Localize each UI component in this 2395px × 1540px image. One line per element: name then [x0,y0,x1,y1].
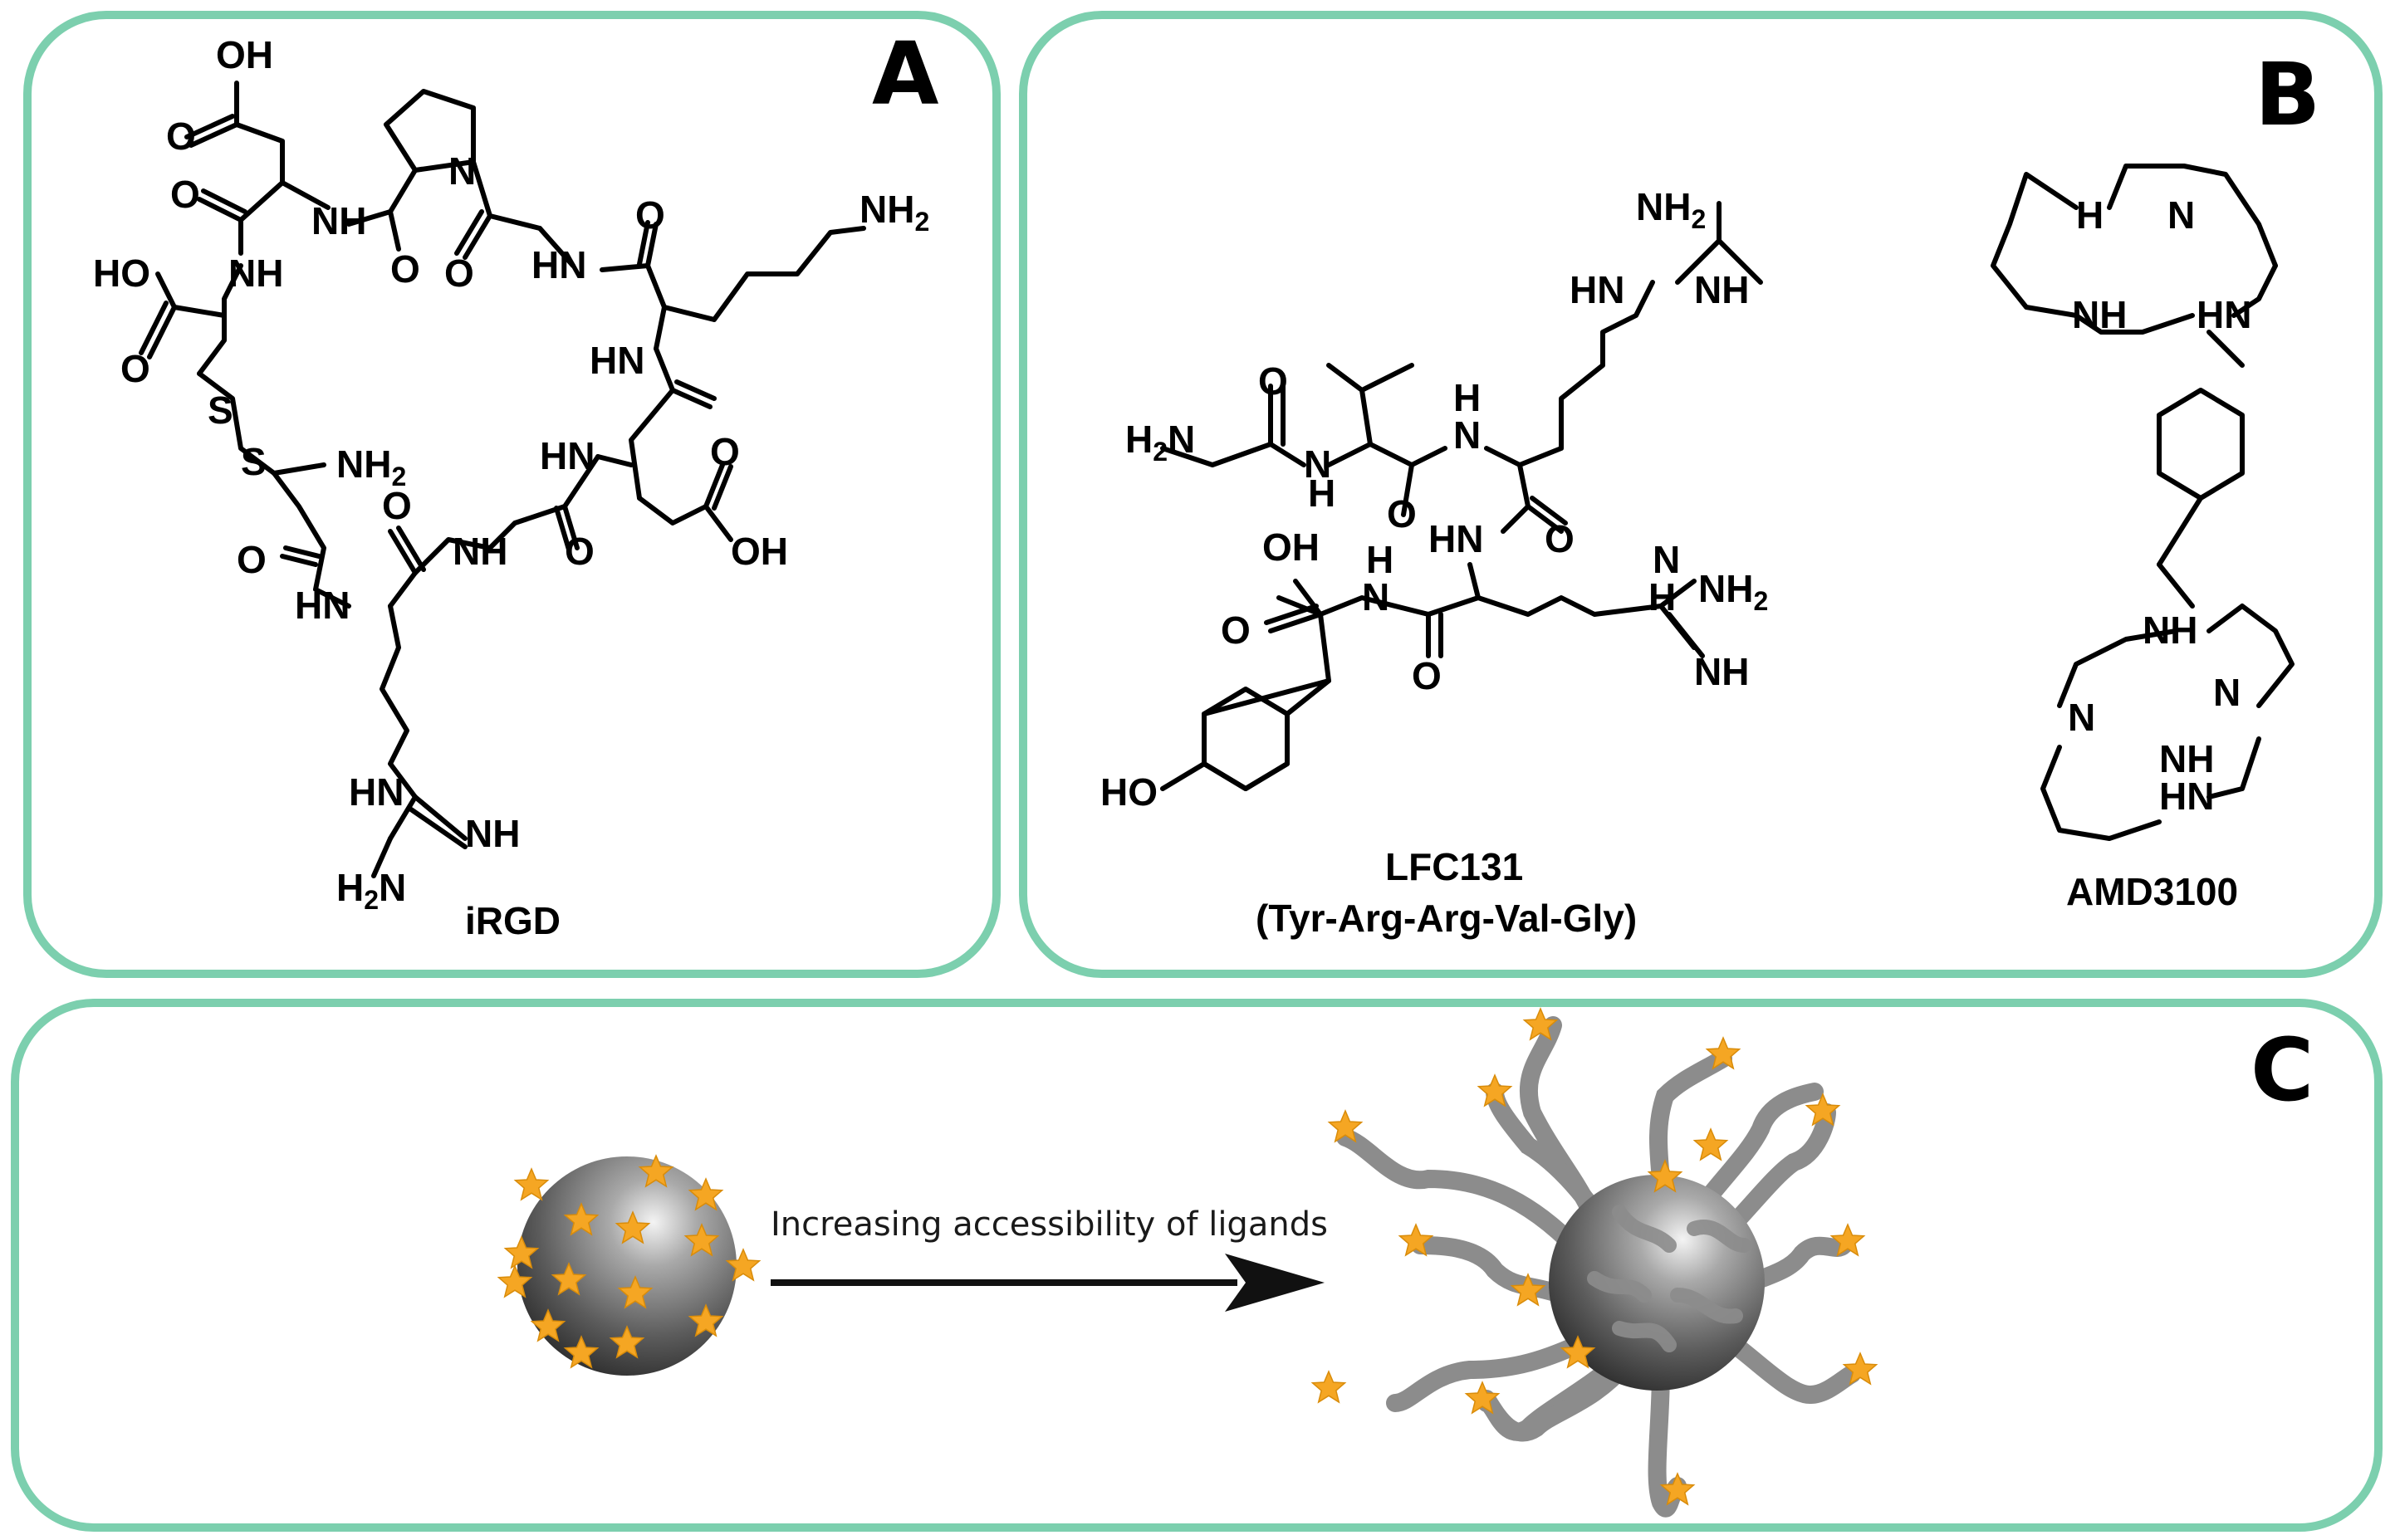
atom-label: NH [228,252,283,295]
particle-without-tethers [497,1155,761,1376]
atom-label: N [448,149,476,193]
atom-label: O [382,484,412,527]
atom-label: OH [1262,526,1320,569]
amd3100-structure: H N NH HN NH N N NH HN AMD3100 [1991,164,2295,913]
atom-label: NH [2072,293,2127,336]
irgd-label: iRGD [465,899,561,942]
atom-label: N [2167,193,2195,237]
atom-label: HN [590,339,644,382]
atom-label: HO [1100,770,1158,814]
atom-label: O [444,252,474,295]
atom-label: H [2076,193,2104,237]
accessibility-caption: Increasing accessibility of ligands [771,1205,1328,1244]
atom-label: NH [1694,268,1749,311]
atom-label: N [1653,538,1680,581]
atom-label: NH [465,812,520,855]
atom-label: HN [531,243,586,286]
atom-label: N [1453,413,1481,457]
irgd-structure: OH O N O NH O NH O HO HN O N O HN S S NH… [93,33,929,942]
atom-label: NH [2159,737,2214,780]
atom-label: O [120,347,150,390]
atom-label: O [1258,359,1288,403]
atom-label: HN [349,770,404,814]
atom-label: OH [731,530,788,573]
atom-label: N [1362,575,1389,618]
atom-label: O [710,430,740,473]
atom-label: HN [1570,268,1624,311]
atom-label: O [170,173,200,216]
atom-label: O [237,538,267,581]
atom-label: H [1308,472,1335,515]
atom-label: NH2 [1636,185,1706,234]
particle-with-tethers [1311,1008,1878,1518]
atom-label: H [1453,376,1481,419]
atom-label: H [1366,538,1393,581]
atom-label: N [2068,696,2095,739]
atom-label: NH [311,199,366,242]
atom-label: NH [1694,650,1749,693]
amd3100-label: AMD3100 [2066,870,2238,913]
atom-label: NH [2143,609,2197,652]
atom-label: O [565,530,595,573]
lfc131-label: LFC131 [1385,845,1523,888]
atom-label: HN [2197,293,2251,336]
accessibility-arrow [771,1254,1325,1312]
atom-label: NH [453,530,507,573]
atom-label: H2N [336,866,406,915]
atom-label: O [635,193,665,237]
atom-label: S [208,389,233,432]
atom-label: H2N [1125,418,1195,467]
atom-label: HN [295,584,350,627]
atom-label: O [1545,517,1575,560]
lfc131-sequence: (Tyr-Arg-Arg-Val-Gly) [1256,897,1637,940]
panel-c-frame [11,999,2383,1532]
atom-label: HN [2159,775,2214,818]
atom-label: O [1412,654,1442,697]
atom-label: NH2 [1698,567,1768,616]
atom-label: N [2213,671,2241,714]
atom-label: N [1304,442,1331,486]
atom-label: NH2 [860,188,929,237]
atom-label: NH2 [336,442,406,491]
atom-label: O [166,115,196,158]
atom-label: OH [216,33,273,76]
atom-label: H [1648,575,1676,618]
panel-b-frame [1019,11,2383,978]
atom-label: HO [93,252,150,295]
atom-label: O [1221,609,1251,652]
atom-label: HN [1428,517,1483,560]
atom-label: O [1387,492,1417,535]
panel-b-letter: B [2255,44,2320,145]
panel-c-letter: C [2251,1019,2314,1121]
panel-a-frame [23,11,1001,978]
atom-label: O [390,247,420,291]
atom-label: S [241,440,267,483]
lfc131-structure: HN NH NH2 H2N O N H H N O HN O OH O H N … [1100,185,1768,940]
panel-a-letter: A [872,23,939,125]
atom-label: HN [540,434,595,477]
